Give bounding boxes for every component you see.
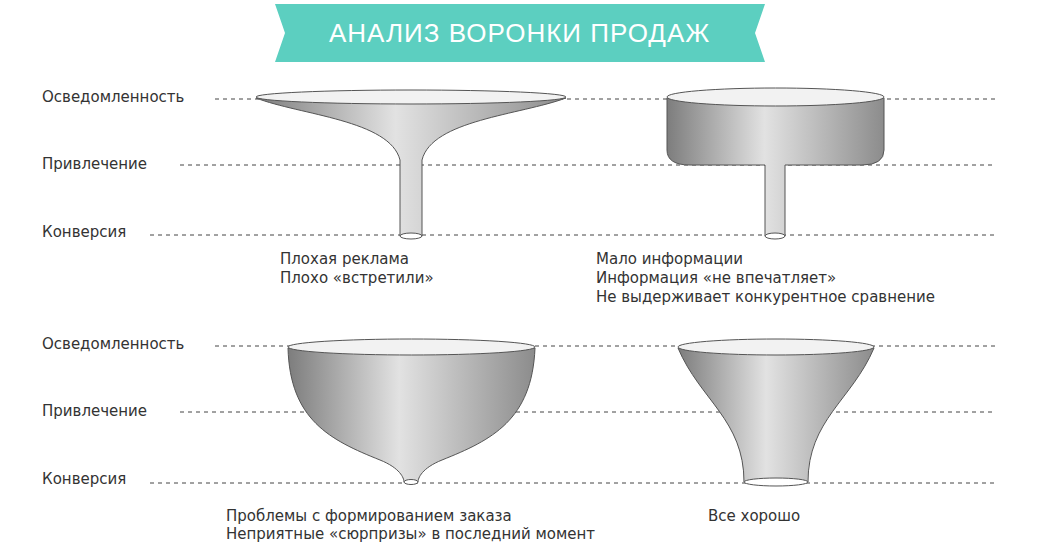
caption-line: Плохая реклама bbox=[280, 250, 409, 268]
caption-line: Проблемы с формированием заказа bbox=[226, 507, 512, 525]
level-label: Конверсия bbox=[42, 470, 126, 488]
level-label: Конверсия bbox=[42, 223, 126, 241]
level-lines bbox=[150, 99, 995, 483]
funnels bbox=[256, 88, 884, 486]
caption-line: Плохо «встретили» bbox=[280, 269, 434, 287]
title-banner bbox=[275, 4, 765, 62]
caption-line: Все хорошо bbox=[708, 507, 800, 525]
level-label: Привлечение bbox=[42, 155, 147, 173]
level-label: Осведомленность bbox=[42, 88, 184, 106]
level-label: Привлечение bbox=[42, 402, 147, 420]
caption-line: Неприятные «сюрпризы» в последний момент bbox=[226, 525, 595, 543]
caption-line: Мало информации bbox=[596, 250, 743, 268]
caption-line: Не выдерживает конкурентное сравнение bbox=[596, 288, 935, 306]
title-text: АНАЛИЗ ВОРОНКИ ПРОДАЖ bbox=[329, 18, 710, 48]
caption-line: Информация «не впечатляет» bbox=[596, 269, 836, 287]
level-label: Осведомленность bbox=[42, 335, 184, 353]
